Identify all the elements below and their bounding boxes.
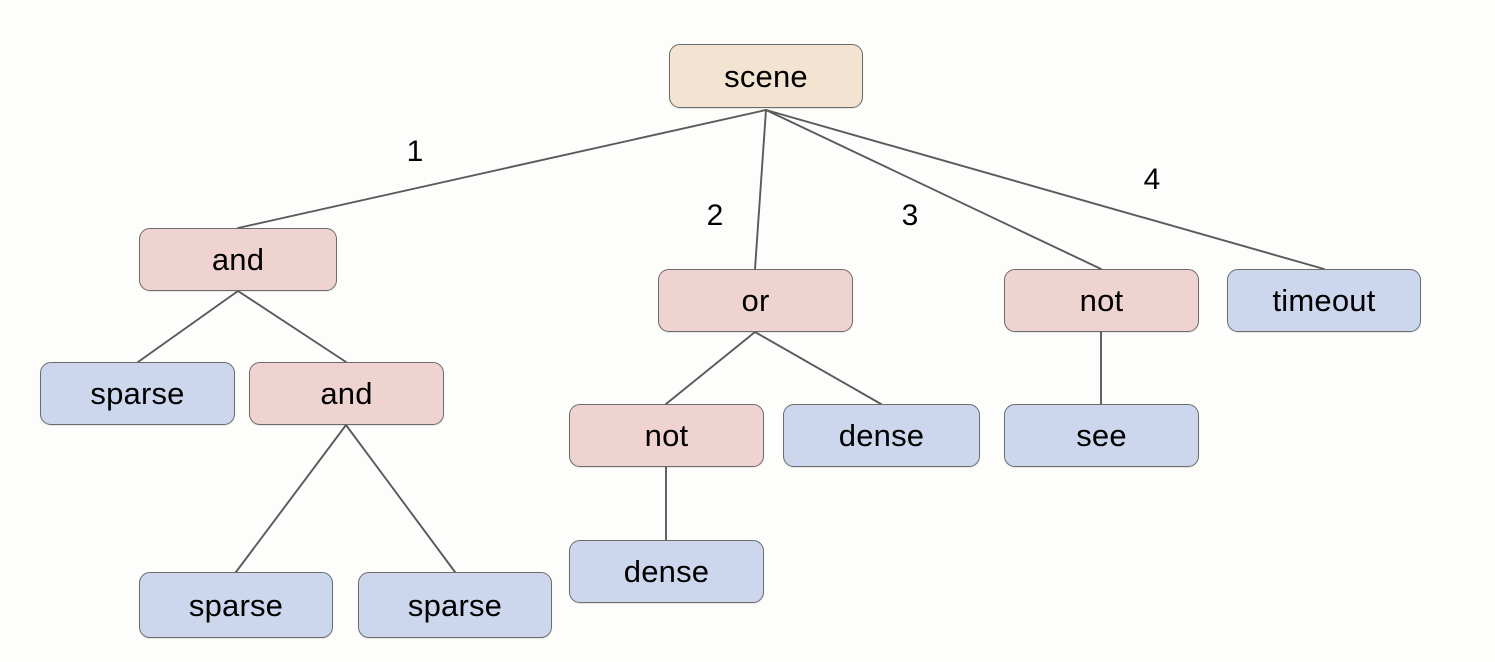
tree-node-and1[interactable]: and [139,228,337,291]
tree-node-scene[interactable]: scene [669,44,863,108]
tree-node-and2[interactable]: and [249,362,444,425]
tree-node-label: and [211,242,265,277]
tree-node-sparse1[interactable]: sparse [40,362,235,425]
tree-edge-or1-to-dense1 [754,331,882,405]
edge-label-2: 2 [706,199,724,232]
tree-node-sparse2[interactable]: sparse [139,572,333,638]
tree-node-label: dense [623,554,710,589]
tree-node-label: dense [838,418,925,453]
tree-edge-scene-to-not1 [765,109,1102,270]
tree-node-not2[interactable]: not [569,404,764,467]
tree-node-label: sparse [407,587,503,623]
edge-label-1: 1 [406,135,424,168]
tree-edge-and2-to-sparse2 [235,424,347,573]
tree-node-label: timeout [1272,283,1376,318]
tree-node-timeout1[interactable]: timeout [1227,269,1421,332]
tree-edge-and2-to-sparse3 [345,424,456,573]
tree-node-label: see [1076,418,1127,453]
tree-node-label: scene [724,58,808,94]
tree-node-or1[interactable]: or [658,269,853,332]
tree-edge-or1-to-not2 [665,331,756,405]
tree-edge-scene-to-and1 [237,109,767,229]
tree-edge-scene-to-or1 [754,109,767,270]
tree-node-label: or [741,283,770,318]
tree-node-label: and [320,376,373,411]
tree-node-label: not [1079,283,1124,318]
tree-node-label: sparse [188,587,284,623]
tree-node-label: sparse [90,376,185,411]
tree-node-see1[interactable]: see [1004,404,1199,467]
tree-node-dense2[interactable]: dense [569,540,764,603]
tree-edge-and1-to-and2 [237,290,347,363]
edge-label-3: 3 [901,199,919,232]
tree-node-sparse3[interactable]: sparse [358,572,552,638]
tree-edge-scene-to-timeout1 [765,109,1325,270]
tree-node-not1[interactable]: not [1004,269,1199,332]
tree-edge-and1-to-sparse1 [137,290,239,363]
tree-node-label: not [644,418,689,453]
edge-label-4: 4 [1143,163,1161,196]
tree-node-dense1[interactable]: dense [783,404,980,467]
